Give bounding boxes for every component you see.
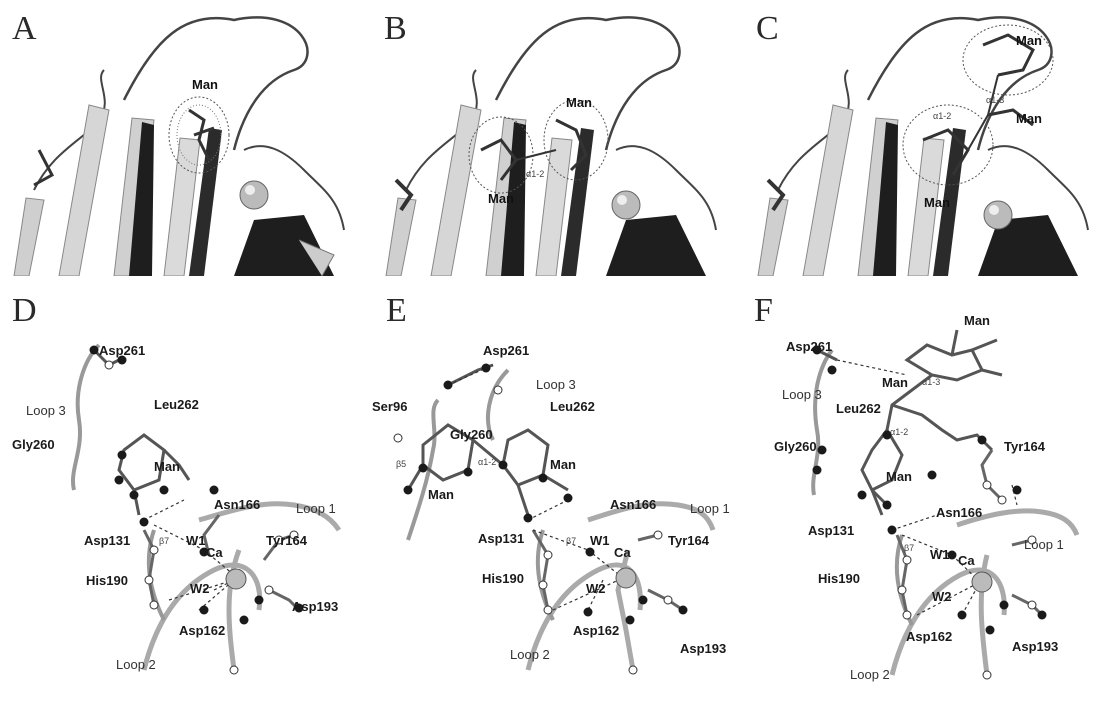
- label-his190: His190: [818, 572, 860, 585]
- man-label-top: Man: [566, 96, 592, 109]
- man-label-mid: Man: [1016, 112, 1042, 125]
- panel-c-letter: C: [756, 12, 779, 46]
- label-asp193: Asp193: [680, 642, 726, 655]
- panel-b-letter: B: [384, 12, 407, 46]
- label-w2: W2: [190, 582, 210, 595]
- panel-a: A Man: [4, 0, 349, 276]
- label-tyr164: Tyr164: [1004, 440, 1045, 453]
- label-loop2: Loop 2: [850, 668, 890, 681]
- panel-b: B Man Man α1-2: [376, 0, 721, 276]
- label-asp261: Asp261: [483, 344, 529, 357]
- label-his190: His190: [482, 572, 524, 585]
- label-loop3: Loop 3: [536, 378, 576, 391]
- label-man-right: Man: [550, 458, 576, 471]
- label-leu262: Leu262: [154, 398, 199, 411]
- label-loop1: Loop 1: [296, 502, 336, 515]
- label-ca: Ca: [614, 546, 631, 559]
- label-his190: His190: [86, 574, 128, 587]
- label-man-mid: Man: [882, 376, 908, 389]
- label-asp261: Asp261: [786, 340, 832, 353]
- label-leu262: Leu262: [550, 400, 595, 413]
- label-beta5: β5: [396, 460, 406, 469]
- label-beta7: β7: [159, 537, 169, 546]
- label-beta7: β7: [904, 544, 914, 553]
- man-label: Man: [192, 78, 218, 91]
- panel-d-letter: D: [12, 294, 37, 328]
- label-asn166: Asn166: [214, 498, 260, 511]
- man-label-top: Man: [1016, 34, 1042, 47]
- label-ser96: Ser96: [372, 400, 407, 413]
- label-asp261: Asp261: [99, 344, 145, 357]
- panel-d-structure: [4, 290, 364, 710]
- panel-a-letter: A: [12, 12, 37, 46]
- label-asn166: Asn166: [610, 498, 656, 511]
- label-man: Man: [154, 460, 180, 473]
- panel-c: C Man Man Man α1-3 α1-2: [748, 0, 1093, 276]
- label-gly260: Gly260: [774, 440, 817, 453]
- label-w2: W2: [586, 582, 606, 595]
- label-asp193: Asp193: [1012, 640, 1058, 653]
- label-w1: W1: [930, 548, 950, 561]
- panel-e-letter: E: [386, 294, 407, 328]
- label-gly260: Gly260: [450, 428, 493, 441]
- label-tyr164: Tyr164: [266, 534, 307, 547]
- label-asp162: Asp162: [573, 624, 619, 637]
- label-loop3: Loop 3: [26, 404, 66, 417]
- linkage-label-a12: α1-2: [933, 112, 951, 121]
- label-asp131: Asp131: [478, 532, 524, 545]
- label-ca: Ca: [958, 554, 975, 567]
- label-w1: W1: [590, 534, 610, 547]
- panel-a-structure: [4, 0, 349, 276]
- label-beta7: β7: [566, 537, 576, 546]
- label-asp131: Asp131: [808, 524, 854, 537]
- label-ca: Ca: [206, 546, 223, 559]
- panel-d: D Asp261 Loop 3 Leu262 Gly260 Man Asn166…: [4, 290, 364, 710]
- label-asn166: Asn166: [936, 506, 982, 519]
- label-loop1: Loop 1: [1024, 538, 1064, 551]
- label-man-top: Man: [964, 314, 990, 327]
- label-tyr164: Tyr164: [668, 534, 709, 547]
- label-leu262: Leu262: [836, 402, 881, 415]
- label-asp193: Asp193: [292, 600, 338, 613]
- panel-e: E Asp261 Loop 3 Ser96 Leu262 Gly260 β5 α…: [368, 290, 738, 710]
- man-label-bottom: Man: [924, 196, 950, 209]
- panel-b-structure: [376, 0, 721, 276]
- label-asp162: Asp162: [179, 624, 225, 637]
- label-w2: W2: [932, 590, 952, 603]
- label-alpha12: α1-2: [478, 458, 496, 467]
- label-loop1: Loop 1: [690, 502, 730, 515]
- label-gly260: Gly260: [12, 438, 55, 451]
- linkage-label-a13: α1-3: [986, 96, 1004, 105]
- label-alpha13: α1-3: [922, 378, 940, 387]
- panel-f-letter: F: [754, 294, 773, 328]
- label-loop3: Loop 3: [782, 388, 822, 401]
- label-loop2: Loop 2: [510, 648, 550, 661]
- label-asp131: Asp131: [84, 534, 130, 547]
- label-asp162: Asp162: [906, 630, 952, 643]
- linkage-label: α1-2: [526, 170, 544, 179]
- panel-f: F Man Asp261 Man α1-3 Loop 3 Leu262 α1-2…: [742, 290, 1101, 710]
- label-alpha12: α1-2: [890, 428, 908, 437]
- label-loop2: Loop 2: [116, 658, 156, 671]
- man-label-bottom: Man: [488, 192, 514, 205]
- label-man-low: Man: [886, 470, 912, 483]
- label-w1: W1: [186, 534, 206, 547]
- label-man-left: Man: [428, 488, 454, 501]
